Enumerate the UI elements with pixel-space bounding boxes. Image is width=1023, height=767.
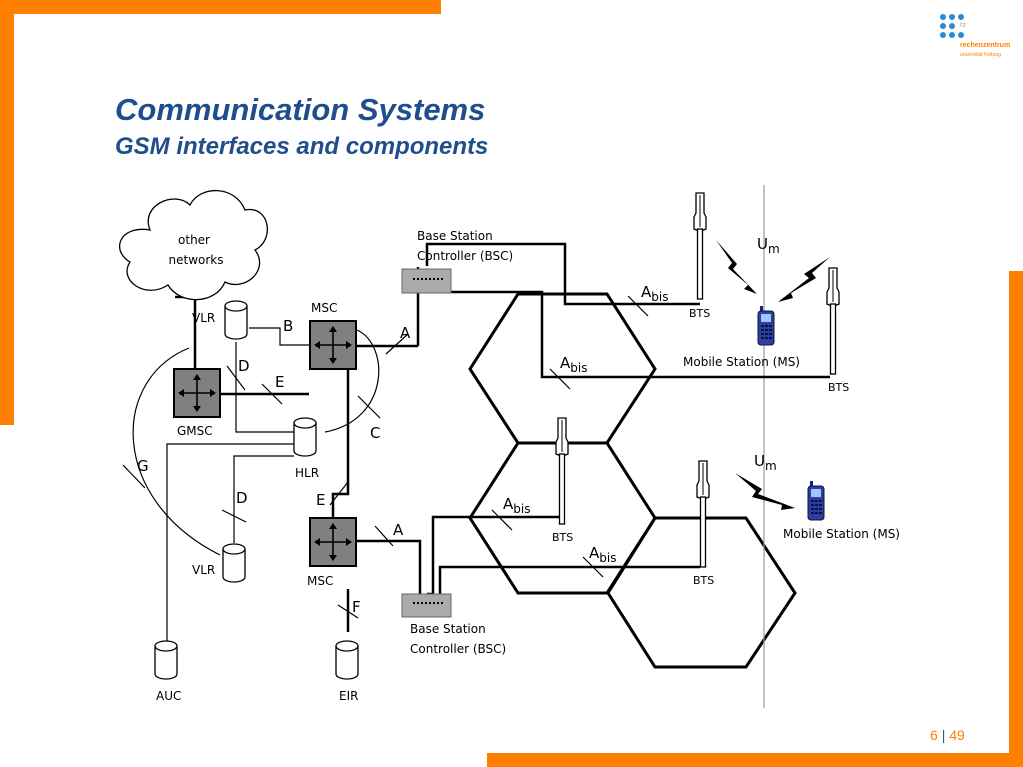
cloud-label-line2: networks: [169, 253, 224, 267]
vlr-top-database-icon: [224, 300, 248, 340]
msc-top-switch-icon: [309, 320, 357, 370]
page-total: 49: [949, 727, 965, 743]
interface-a-top-label: A: [400, 324, 411, 342]
eir-label: EIR: [339, 689, 358, 703]
interface-tick-marks: [122, 295, 649, 619]
slide-title: Communication Systems: [115, 92, 486, 127]
interface-um-top-label: Um: [757, 235, 780, 256]
other-networks-cloud: [118, 189, 268, 301]
university-logo: rz rechenzentrum universität freiburg: [938, 12, 1018, 72]
interface-g-label: G: [137, 457, 149, 475]
cloud-label-line1: other: [178, 233, 210, 247]
slide-subtitle: GSM interfaces and components: [115, 133, 489, 160]
interface-e-bottom-label: E: [316, 491, 325, 509]
interface-abis-label-1: Abis: [641, 283, 668, 304]
bsc-top-label-line1: Base Station: [417, 229, 493, 243]
bts-tower-icon-4: [696, 460, 710, 568]
msc-bottom-switch-icon: [309, 517, 357, 567]
top-orange-bar: [0, 0, 441, 14]
bsc-bottom-label-line2: Controller (BSC): [410, 642, 506, 656]
interface-abis-label-4: Abis: [589, 544, 616, 565]
interface-abis-label-3: Abis: [503, 495, 530, 516]
page-separator: |: [941, 727, 946, 743]
msc-top-label: MSC: [311, 301, 337, 315]
cell-hexagon-right: [606, 516, 797, 669]
logo-dots-icon: [940, 14, 964, 38]
logo-university: universität freiburg: [960, 52, 1002, 58]
interface-e-top-label: E: [275, 373, 284, 391]
interface-d-bottom-label: D: [236, 489, 248, 507]
radio-link-bolt-icon-1: [716, 240, 757, 294]
right-orange-bar: [1009, 271, 1023, 767]
vlr-top-label: VLR: [192, 311, 215, 325]
mobile-station-top-label: Mobile Station (MS): [683, 355, 800, 369]
mobile-station-top-phone-icon: [757, 305, 775, 346]
radio-link-bolt-icon-2: [778, 257, 830, 302]
thin-links: [132, 327, 380, 642]
mobile-station-bottom-label: Mobile Station (MS): [783, 527, 900, 541]
bts-label-1: BTS: [689, 307, 710, 320]
thick-links: [175, 242, 830, 632]
logo-rechenzentrum: rechenzentrum: [960, 42, 1011, 49]
interface-abis-label-2: Abis: [560, 354, 587, 375]
bts-tower-icon-1: [693, 192, 707, 300]
interface-a-bottom-label: A: [393, 521, 404, 539]
hlr-label: HLR: [295, 466, 319, 480]
bts-tower-icon-2: [826, 267, 840, 375]
bsc-top-box: [401, 268, 452, 294]
auc-label: AUC: [156, 689, 181, 703]
gmsc-label: GMSC: [177, 424, 213, 438]
interface-d-top-label: D: [238, 357, 250, 375]
left-orange-bar: [0, 0, 14, 425]
interface-f-label: F: [352, 598, 361, 616]
interface-b-label: B: [283, 317, 293, 335]
vlr-bottom-label: VLR: [192, 563, 215, 577]
logo-rz: rz: [960, 22, 966, 29]
vlr-bottom-database-icon: [222, 543, 246, 583]
cell-hexagons: [468, 292, 797, 669]
bsc-bottom-box: [401, 593, 452, 618]
bts-tower-icon-3: [555, 417, 569, 525]
radio-link-bolt-icon-3: [735, 473, 795, 510]
mobile-station-bottom-phone-icon: [807, 480, 825, 521]
page-current: 6: [930, 727, 938, 743]
bsc-top-label-line2: Controller (BSC): [417, 249, 513, 263]
auc-database-icon: [154, 640, 178, 680]
hlr-database-icon: [293, 417, 317, 457]
msc-bottom-label: MSC: [307, 574, 333, 588]
page-number: 6 | 49: [930, 727, 965, 743]
interface-um-bottom-label: Um: [754, 452, 777, 473]
bts-label-4: BTS: [693, 574, 714, 587]
bottom-orange-bar: [487, 753, 1023, 767]
interface-c-label: C: [370, 424, 380, 442]
gmsc-switch-icon: [173, 368, 221, 418]
bsc-bottom-label-line1: Base Station: [410, 622, 486, 636]
eir-database-icon: [335, 640, 359, 680]
bts-label-2: BTS: [828, 381, 849, 394]
bts-label-3: BTS: [552, 531, 573, 544]
